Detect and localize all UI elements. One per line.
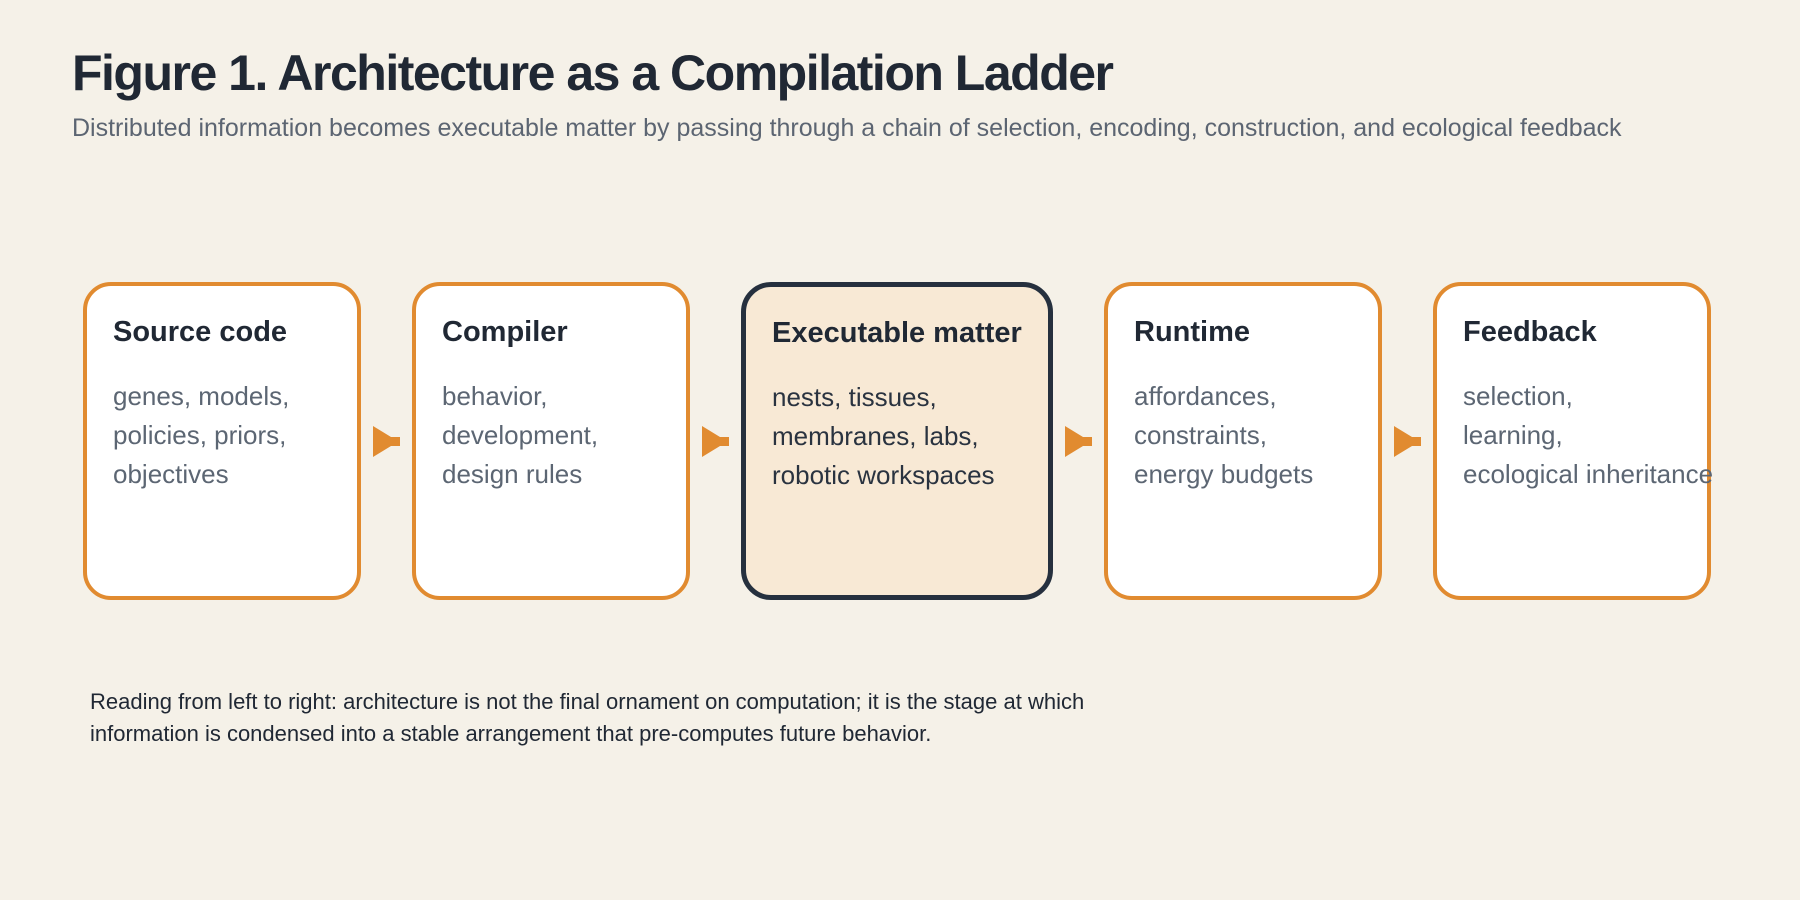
stage-body: nests, tissues, membranes, labs, robotic…	[772, 378, 1022, 495]
caption-line: Reading from left to right: architecture…	[90, 689, 1085, 714]
stage-body-line: learning,	[1463, 420, 1563, 450]
stage-title: Executable matter	[772, 317, 1022, 349]
caption-line: information is condensed into a stable a…	[90, 721, 932, 746]
stage-card-executable-matter: Executable matter nests, tissues, membra…	[741, 282, 1053, 600]
stage-body-line: robotic workspaces	[772, 460, 995, 490]
stage-body-line: selection,	[1463, 381, 1573, 411]
stage-body-line: membranes, labs,	[772, 421, 979, 451]
stage-body: genes, models, policies, priors, objecti…	[113, 377, 331, 494]
stage-card-source-code: Source code genes, models, policies, pri…	[83, 282, 361, 600]
stage-body-line: development,	[442, 420, 599, 450]
stage-body-line: energy budgets	[1134, 459, 1314, 489]
stage-body-line: affordances,	[1134, 381, 1277, 411]
figure-caption: Reading from left to right: architecture…	[90, 686, 1084, 750]
stage-body-line: objectives	[113, 459, 229, 489]
stage-body-line: ecological inheritance	[1463, 459, 1714, 489]
stage-body-line: genes, models,	[113, 381, 290, 411]
stage-title: Runtime	[1134, 316, 1250, 348]
stage-body: selection, learning, ecological inherita…	[1463, 377, 1714, 494]
figure-subtitle: Distributed information becomes executab…	[72, 114, 1622, 142]
stage-body-line: nests, tissues,	[772, 382, 937, 412]
flow-right-arrow-icon	[1394, 425, 1421, 457]
flow-right-arrow-icon	[1065, 425, 1092, 457]
stage-body-line: policies, priors,	[113, 420, 287, 450]
stage-card-feedback: Feedback selection, learning, ecological…	[1433, 282, 1714, 600]
stage-title: Compiler	[442, 316, 568, 348]
stage-title: Source code	[113, 316, 288, 348]
flow-right-arrow-icon	[373, 425, 400, 457]
figure-title: Figure 1. Architecture as a Compilation …	[72, 45, 1114, 101]
stage-body-line: behavior,	[442, 381, 548, 411]
flow-right-arrow-icon	[702, 425, 729, 457]
stage-card-runtime: Runtime affordances, constraints, energy…	[1104, 282, 1382, 600]
compilation-ladder: Source code genes, models, policies, pri…	[83, 282, 1714, 600]
stage-body-line: design rules	[442, 459, 583, 489]
stage-title: Feedback	[1463, 316, 1597, 348]
stage-body: behavior, development, design rules	[442, 377, 660, 494]
stage-card-compiler: Compiler behavior, development, design r…	[412, 282, 690, 600]
stage-body: affordances, constraints, energy budgets	[1134, 377, 1352, 494]
stage-body-line: constraints,	[1134, 420, 1267, 450]
